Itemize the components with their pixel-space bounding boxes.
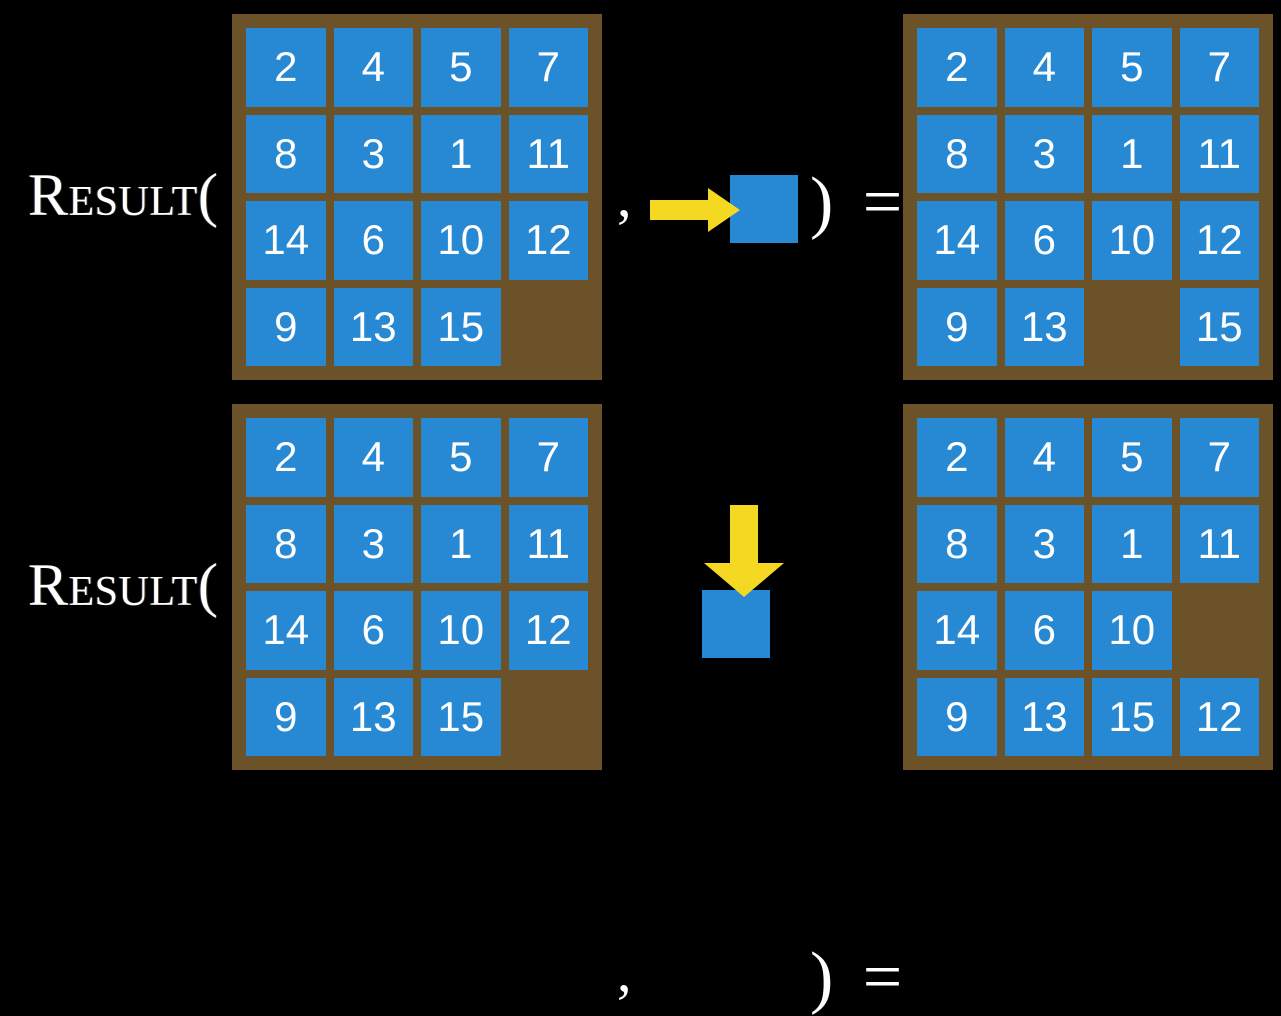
grid-cell[interactable]: 14 [246,591,326,670]
equation-row-2: Result( 2 4 5 7 8 3 1 11 14 6 10 12 9 13… [0,390,1281,1013]
grid-cell[interactable]: 1 [421,114,501,193]
grid-cell[interactable]: 4 [333,28,413,107]
grid-cell[interactable]: 3 [333,504,413,583]
grid-cell[interactable]: 6 [333,201,413,280]
grid-cell[interactable]: 3 [1004,504,1084,583]
grid-cell[interactable]: 9 [246,677,326,756]
result-function-label: Result( [28,162,219,228]
grid-cell[interactable]: 8 [917,114,997,193]
grid-cell[interactable]: 12 [508,591,588,670]
grid-cell[interactable]: 10 [421,201,501,280]
grid-cell[interactable]: 5 [1092,418,1172,497]
grid-cell[interactable]: 5 [421,28,501,107]
grid-cell[interactable]: 15 [1179,287,1259,366]
grid-cell[interactable]: 3 [333,114,413,193]
grid-cell[interactable]: 11 [1179,504,1259,583]
grid-cell[interactable]: 9 [917,677,997,756]
output-grid-row-1: 2 4 5 7 8 3 1 11 14 6 10 12 9 13 15 [903,14,1273,380]
grid-cell[interactable]: 9 [917,287,997,366]
grid-cell[interactable]: 12 [508,201,588,280]
grid-cell[interactable]: 4 [333,418,413,497]
action-tile [702,590,770,658]
grid-cell-empty[interactable] [1092,288,1172,367]
grid-cell[interactable]: 9 [246,287,326,366]
grid-cell[interactable]: 5 [1092,28,1172,107]
result-function-label: Result( [28,552,219,618]
grid-cell[interactable]: 6 [1004,201,1084,280]
grid-cell[interactable]: 13 [1004,677,1084,756]
grid-cell[interactable]: 14 [917,591,997,670]
grid-cell[interactable]: 12 [1179,677,1259,756]
grid-cell[interactable]: 1 [421,504,501,583]
grid-cell[interactable]: 2 [246,28,326,107]
grid-cell[interactable]: 5 [421,418,501,497]
grid-cell[interactable]: 13 [333,677,413,756]
grid-cell[interactable]: 2 [917,418,997,497]
grid-cell[interactable]: 3 [1004,114,1084,193]
grid-cell[interactable]: 8 [246,504,326,583]
grid-cell[interactable]: 15 [421,287,501,366]
grid-cell[interactable]: 8 [917,504,997,583]
action-slide-right [650,160,810,260]
grid-cell[interactable]: 13 [1004,287,1084,366]
grid-cell[interactable]: 4 [1004,28,1084,107]
grid-cell[interactable]: 4 [1004,418,1084,497]
grid-cell[interactable]: 10 [1092,201,1172,280]
grid-cell[interactable]: 7 [1179,418,1259,497]
grid-cell[interactable]: 10 [421,591,501,670]
grid-cell[interactable]: 1 [1092,114,1172,193]
grid-cell[interactable]: 2 [917,28,997,107]
grid-cell[interactable]: 10 [1092,591,1172,670]
grid-cell[interactable]: 7 [508,28,588,107]
grid-cell[interactable]: 14 [917,201,997,280]
input-grid-row-2: 2 4 5 7 8 3 1 11 14 6 10 12 9 13 15 [232,404,602,770]
arrow-down-icon [704,505,784,597]
argument-separator: , [617,939,632,1004]
grid-cell[interactable]: 12 [1179,201,1259,280]
equation-closer: ) = [810,939,909,1016]
grid-cell[interactable]: 6 [1004,591,1084,670]
grid-cell[interactable]: 8 [246,114,326,193]
input-grid-row-1: 2 4 5 7 8 3 1 11 14 6 10 12 9 13 15 [232,14,602,380]
action-tile [730,175,798,243]
grid-cell[interactable]: 7 [1179,28,1259,107]
equation-closer: ) = [810,164,909,241]
grid-cell-empty[interactable] [509,288,589,367]
grid-cell[interactable]: 6 [333,591,413,670]
arrow-right-icon [650,188,740,232]
output-grid-row-2: 2 4 5 7 8 3 1 11 14 6 10 9 13 15 12 [903,404,1273,770]
grid-cell[interactable]: 13 [333,287,413,366]
grid-cell[interactable]: 11 [508,114,588,193]
grid-cell[interactable]: 1 [1092,504,1172,583]
grid-cell[interactable]: 11 [508,504,588,583]
grid-cell-empty[interactable] [509,678,589,757]
grid-cell-empty[interactable] [1180,591,1260,670]
grid-cell[interactable]: 14 [246,201,326,280]
grid-cell[interactable]: 2 [246,418,326,497]
equation-row-1: Result( 2 4 5 7 8 3 1 11 14 6 10 12 9 13… [0,0,1281,390]
grid-cell[interactable]: 15 [421,677,501,756]
grid-cell[interactable]: 11 [1179,114,1259,193]
grid-cell[interactable]: 15 [1092,677,1172,756]
argument-separator: , [617,164,632,229]
grid-cell[interactable]: 7 [508,418,588,497]
action-slide-down [690,505,800,665]
